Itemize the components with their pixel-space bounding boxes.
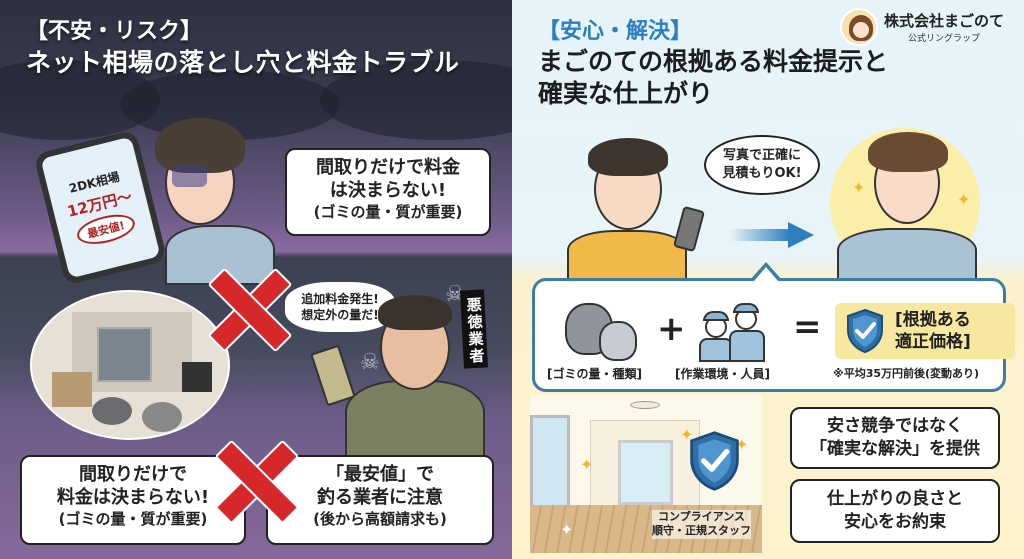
- fair-price-line: 適正価格]: [895, 332, 971, 352]
- sparkle-icon: ✦: [957, 190, 971, 209]
- box-line: 安さ競争ではなく: [827, 416, 963, 437]
- bubble-note: (ゴミの量・質が重要): [313, 202, 463, 221]
- solution-title: 【安心・解決】 まごのての根拠ある料金提示と 確実な仕上がり: [538, 18, 888, 110]
- arrow-right-icon: [730, 222, 816, 248]
- phone-price-listing: 2DK相場 12万円〜 最安値!: [33, 129, 168, 286]
- work-environment-label: [作業環境・人員]: [675, 367, 770, 381]
- average-price-note: ※平均35万円前後(変動あり): [833, 367, 980, 380]
- villain-speech-line: 想定外の量だ!: [301, 308, 379, 322]
- risk-title-heading: ネット相場の落とし穴と料金トラブル: [26, 47, 460, 77]
- fair-price-badge: [根拠ある 適正価格]: [835, 303, 1015, 359]
- solution-panel: 【安心・解決】 まごのての根拠ある料金提示と 確実な仕上がり 株式会社まごのて …: [512, 0, 1024, 559]
- shield-check-icon: [845, 308, 885, 354]
- plus-sign: +: [657, 309, 686, 349]
- ceiling-light-icon: [630, 401, 660, 409]
- bubble-line: 間取りだけで料金: [316, 157, 460, 178]
- company-logo: 株式会社まごのて 公式リングラップ: [840, 8, 1004, 46]
- garbage-bag-icon: [599, 321, 637, 361]
- box-line: 「確実な解決」を提供: [810, 439, 980, 459]
- box-line: 料金は決まらない!: [56, 487, 210, 509]
- quality-promise-box: 仕上がりの良さと 安心をお約束: [790, 479, 1000, 543]
- formula-pointer-inner: [754, 267, 778, 281]
- compliance-shield-icon: [687, 430, 742, 492]
- risk-title-label: 【不安・リスク】: [26, 19, 203, 44]
- solution-title-heading: 確実な仕上がり: [538, 79, 714, 109]
- reliable-solution-box: 安さ競争ではなく 「確実な解決」を提供: [790, 407, 1000, 469]
- warning-box-cheapest: 「最安値」で 釣る業者に注意 (後から高額請求も): [266, 455, 494, 545]
- compliance-caption: コンプライアンス 順守・正規スタッフ: [652, 510, 751, 539]
- garbage-amount-label: [ゴミの量・種類]: [547, 367, 642, 381]
- box-line: 間取りだけで: [79, 464, 187, 485]
- compliance-line: 順守・正規スタッフ: [652, 524, 751, 538]
- speech-line: 写真で正確に: [722, 148, 801, 164]
- skull-icon: ☠: [445, 282, 465, 307]
- pricing-formula-box: + = [根拠ある 適正価格] [ゴミの量・種類] [作業環境・人員] ※平均3…: [532, 278, 1015, 392]
- sparkle-icon: ✦: [852, 178, 866, 197]
- villain-speech-bubble: 追加料金発生! 想定外の量だ!: [285, 282, 395, 332]
- mascot-avatar: [840, 8, 878, 46]
- red-x-icon: [208, 268, 288, 348]
- workers-icon: [699, 303, 765, 362]
- photo-estimate-speech-bubble: 写真で正確に 見積もりOK!: [704, 135, 820, 195]
- villain-tag: 悪徳業者: [459, 289, 489, 369]
- box-note: (ゴミの量・質が重要): [58, 509, 208, 528]
- box-line: 仕上がりの良さと: [827, 489, 963, 510]
- compliance-line: コンプライアンス: [657, 510, 745, 523]
- solution-title-heading: まごのての根拠ある料金提示と: [538, 47, 889, 77]
- red-x-icon: [215, 440, 295, 520]
- risk-panel: 【不安・リスク】 ネット相場の落とし穴と料金トラブル 2DK相場 12万円〜 最…: [0, 0, 512, 559]
- company-subtitle: 公式リングラップ: [908, 34, 981, 44]
- box-line: 釣る業者に注意: [317, 487, 443, 509]
- speech-line: 見積もりOK!: [722, 166, 802, 181]
- storm-cloud: [320, 60, 512, 140]
- box-note: (後から高額請求も): [313, 509, 447, 528]
- equals-sign: =: [793, 307, 822, 347]
- box-line: 安心をお約束: [844, 512, 946, 532]
- box-line: 「最安値」で: [326, 464, 434, 485]
- villain-speech-line: 追加料金発生!: [301, 291, 379, 306]
- bubble-line: は決まらない!: [329, 180, 447, 202]
- smartphone-icon: [672, 205, 706, 253]
- skull-icon: ☠: [360, 350, 380, 375]
- solution-title-label: 【安心・解決】: [538, 19, 693, 44]
- cash-icon: [310, 344, 356, 407]
- company-name: 株式会社まごのて: [884, 12, 1005, 30]
- messy-room-thought-cloud: [30, 290, 230, 440]
- fair-price-line: [根拠ある: [895, 309, 971, 330]
- risk-title: 【不安・リスク】 ネット相場の落とし穴と料金トラブル: [26, 18, 460, 79]
- warning-speech-bubble: 間取りだけで料金 は決まらない! (ゴミの量・質が重要): [285, 148, 491, 236]
- warning-box-floorplan: 間取りだけで 料金は決まらない! (ゴミの量・質が重要): [20, 455, 246, 545]
